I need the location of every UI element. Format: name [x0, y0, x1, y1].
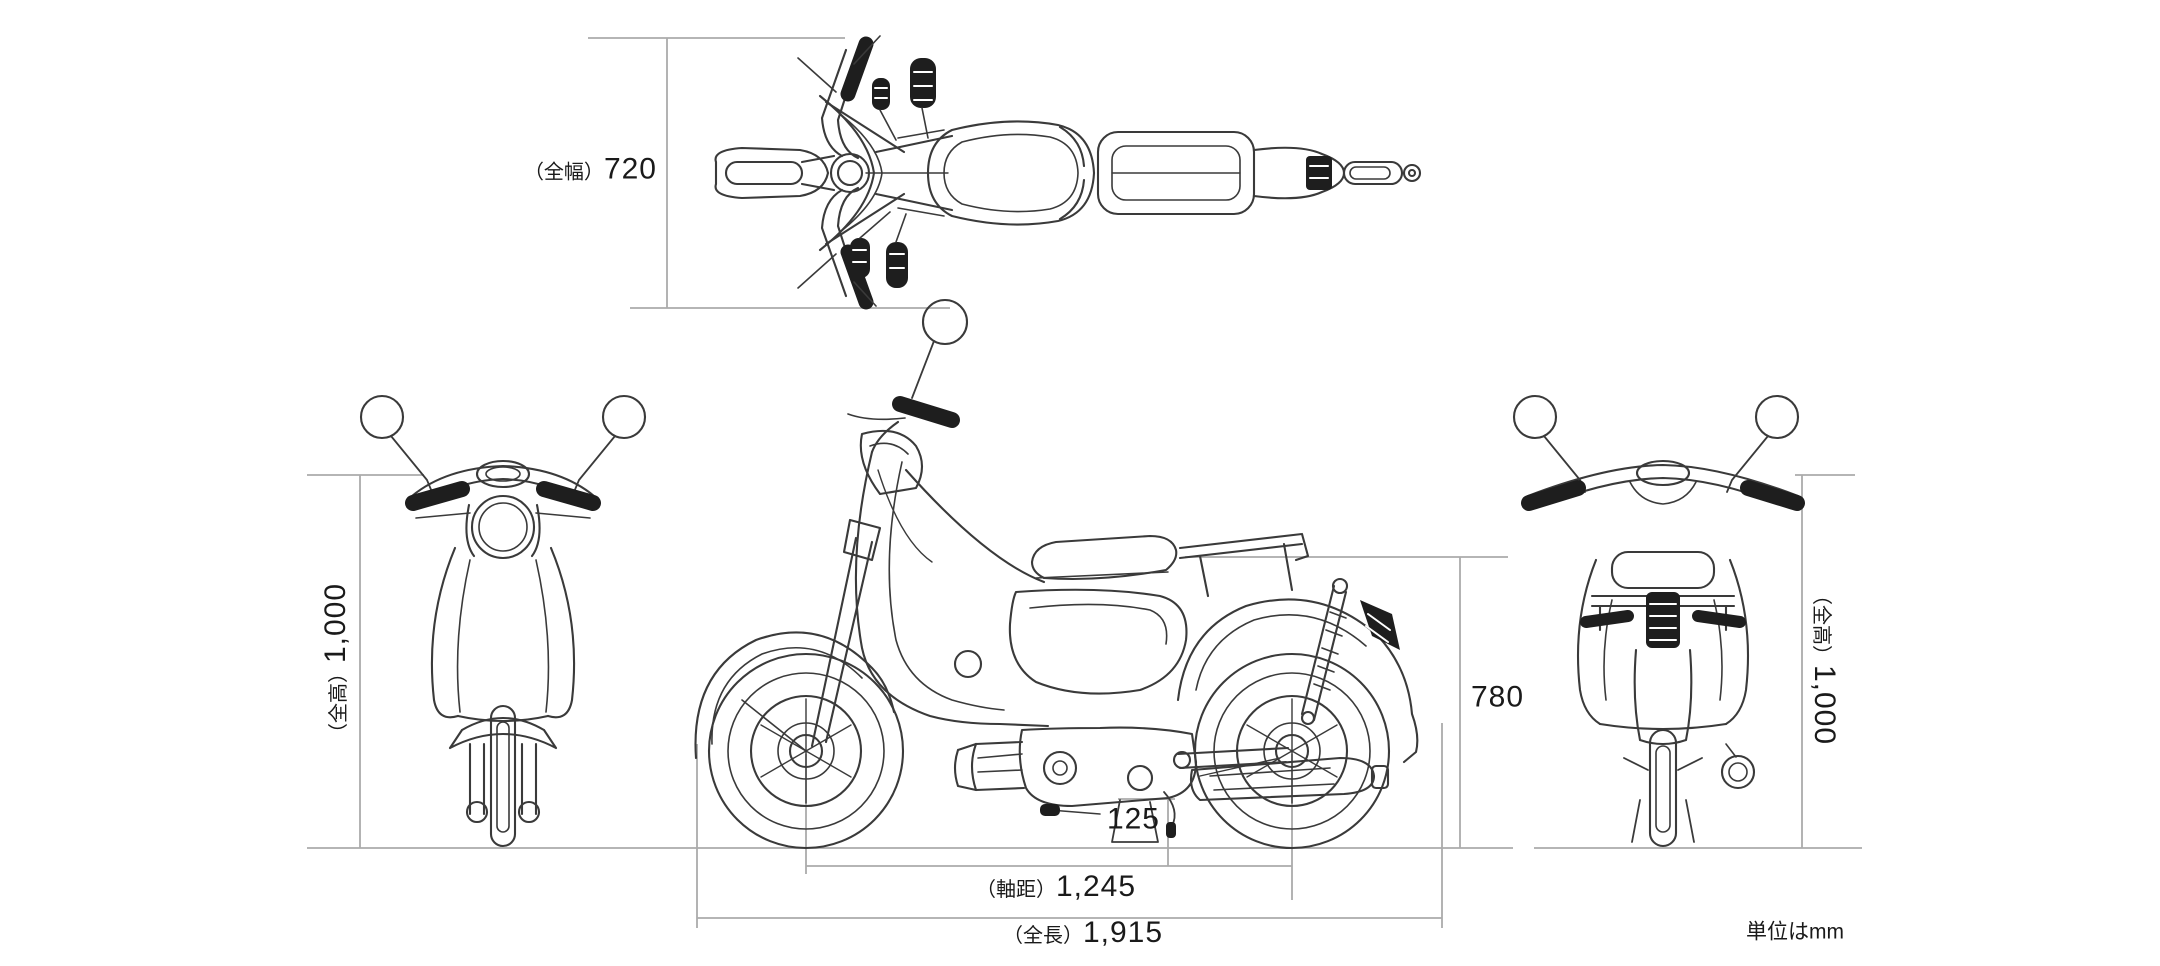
seat-height-value: 780 [1471, 680, 1525, 714]
overall-height-right-dim [1795, 474, 1855, 848]
front-view-drawing [359, 394, 647, 848]
side-view-drawing [694, 298, 1419, 850]
rear-view-drawing [1512, 394, 1805, 848]
seat-height-dim [1185, 556, 1508, 848]
seat-height-label: 780 [1471, 680, 1525, 714]
overall-length-value: 1,915 [1082, 916, 1164, 949]
overall-height-left-label: （全高）1,000 [319, 582, 352, 744]
overall-length-label: （全長）1,915 [1003, 918, 1163, 948]
overall-height-left-prefix: （全高） [328, 663, 350, 744]
overall-height-left-value: 1,000 [319, 582, 352, 664]
overall-height-right-prefix: （全高） [1810, 584, 1832, 665]
overall-width-label: （全幅）720 [523, 152, 657, 186]
overall-width-value: 720 [603, 152, 657, 186]
ground-clearance-value: 125 [1106, 802, 1160, 836]
overall-height-right-label: （全高）1,000 [1808, 584, 1841, 746]
unit-note: 単位はmm [1746, 920, 1844, 944]
overall-length-prefix: （全長） [1002, 925, 1083, 947]
overall-length-dim [696, 723, 1443, 928]
overall-height-left-dim [307, 474, 424, 848]
wheelbase-value: 1,245 [1055, 870, 1137, 903]
ground-clearance-label: 125 [1106, 802, 1160, 836]
overall-width-dim [588, 37, 950, 309]
overall-height-right-value: 1,000 [1808, 664, 1841, 746]
overall-width-prefix: （全幅） [523, 161, 604, 184]
wheelbase-prefix: （軸距） [975, 879, 1056, 901]
top-view-drawing [714, 35, 1422, 310]
wheelbase-label: （軸距）1,245 [976, 872, 1136, 902]
